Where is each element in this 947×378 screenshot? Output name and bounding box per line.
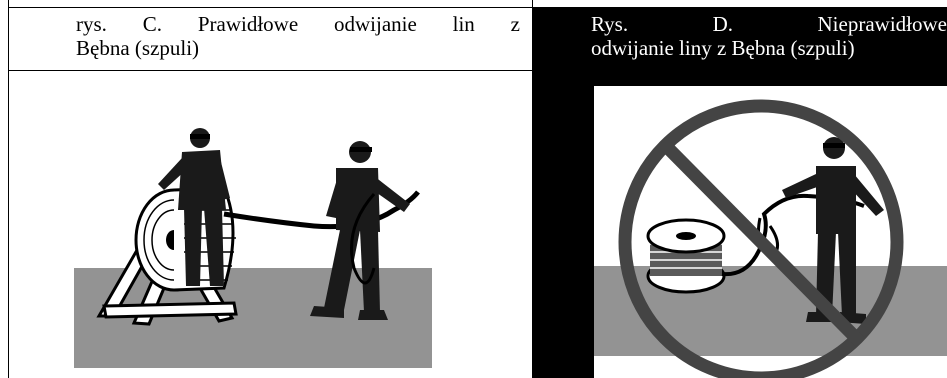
table-border-left (8, 0, 9, 378)
caption-figure-d: Rys. D. Nieprawidłowe odwijanie liny z B… (591, 12, 947, 60)
correct-unwinding-illustration (74, 128, 432, 368)
worker-at-drum (158, 128, 230, 286)
caption-word: odwijanie (334, 12, 417, 36)
caption-word: lin (452, 12, 475, 36)
caption-figure-c: rys. C. Prawidłowe odwijanie lin z Bębna… (76, 12, 520, 60)
caption-figure-c-line2: Bębna (szpuli) (76, 36, 200, 60)
caption-figure-d-background (533, 8, 947, 70)
caption-word: Nieprawidłowe (817, 12, 947, 36)
cable-spool (646, 218, 726, 294)
table-row-divider (8, 70, 947, 71)
caption-figure-d-line1: Rys. D. Nieprawidłowe (591, 12, 947, 36)
image-border-left (533, 70, 594, 378)
table-border-top (8, 7, 947, 8)
worker-pulling-cable (310, 141, 410, 320)
table-border-middle (532, 0, 533, 378)
caption-figure-d-line2: odwijanie liny z Bębna (szpuli) (591, 36, 855, 60)
caption-word: D. (712, 12, 734, 36)
incorrect-unwinding-illustration (594, 99, 947, 378)
caption-word: Prawidłowe (197, 12, 299, 36)
caption-word: rys. (76, 12, 107, 36)
image-border-top (533, 70, 947, 86)
caption-word: z (510, 12, 520, 36)
caption-word: C. (142, 12, 163, 36)
cable-loop (350, 193, 376, 285)
caption-word: Rys. (591, 12, 629, 36)
no-symbol-icon (618, 99, 904, 378)
caption-figure-c-line1: rys. C. Prawidłowe odwijanie lin z (76, 12, 520, 36)
